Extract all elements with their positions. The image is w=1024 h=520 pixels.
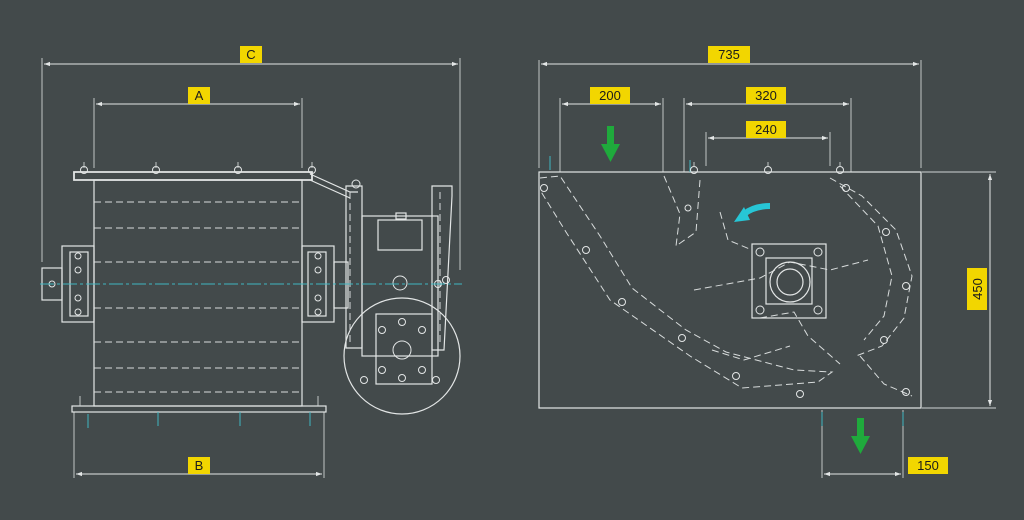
dimension-240-label-box [746, 121, 786, 138]
dimension-c-label-box [240, 46, 262, 63]
dimension-a-label: A [195, 88, 204, 103]
dimension-a: A [93, 87, 303, 168]
base-plate [71, 396, 327, 428]
dimension-c-label: C [246, 47, 255, 62]
dimension-b: B [73, 412, 325, 478]
front-view: 735 200 320 240 [538, 46, 996, 478]
dimension-320-label-box [746, 87, 786, 104]
dimension-450-label: 450 [970, 278, 985, 300]
dimension-450: 450 [922, 171, 996, 409]
rotor-hidden-lines [539, 162, 913, 398]
shaft-flange [751, 243, 827, 319]
dimension-735-label-box [708, 46, 750, 63]
side-view: C A B [40, 46, 462, 478]
dimension-735: 735 [538, 46, 922, 168]
dimension-150-label-box [908, 457, 948, 474]
dimension-240-label: 240 [755, 122, 777, 137]
dimension-450-label-box [967, 268, 987, 310]
dimension-c: C [41, 46, 461, 270]
dimension-b-label: B [195, 458, 204, 473]
dimension-735-label: 735 [718, 47, 740, 62]
dimension-150-label: 150 [917, 458, 939, 473]
dimension-320-label: 320 [755, 88, 777, 103]
dimension-b-label-box [188, 457, 210, 474]
dimension-320: 320 [683, 87, 852, 172]
dimension-a-label-box [188, 87, 210, 104]
front-housing-outline [538, 171, 922, 409]
dimension-200-label-box [590, 87, 630, 104]
dimension-200-label: 200 [599, 88, 621, 103]
rotation-arrow-icon [734, 203, 771, 222]
dimension-150: 150 [821, 410, 948, 478]
dimension-240: 240 [705, 121, 831, 166]
dimension-200: 200 [559, 87, 664, 172]
valve-housing-body [93, 179, 303, 407]
top-flange-plate [73, 162, 358, 199]
inlet-flow-arrow-icon [601, 126, 620, 162]
drive-bracket [343, 179, 461, 415]
outlet-flow-arrow-icon [851, 418, 870, 454]
